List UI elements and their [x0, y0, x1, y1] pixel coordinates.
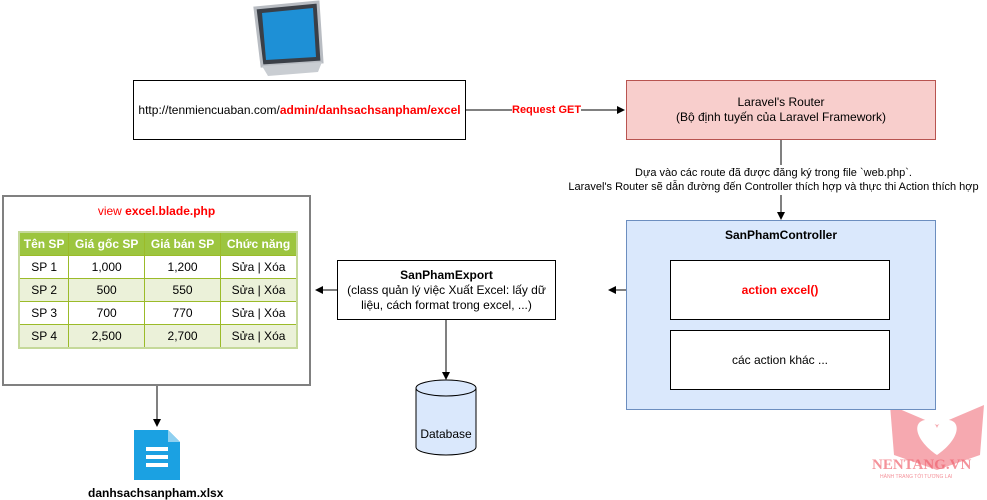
- table-cell: 500: [68, 278, 146, 302]
- table-header: Giá gốc SP: [68, 231, 146, 256]
- url-path: admin/danhsachsanpham/excel: [279, 102, 461, 117]
- nentang-logo: [890, 405, 984, 470]
- table-cell: 2,700: [144, 324, 221, 349]
- router-subtitle: (Bộ định tuyến của Laravel Framework): [675, 110, 887, 124]
- table-cell: 1,200: [144, 255, 221, 279]
- table-cell: Sửa | Xóa: [219, 255, 298, 279]
- table-cell: Sửa | Xóa: [219, 324, 298, 349]
- database-icon: [415, 379, 477, 456]
- logo-tagline: HÀNH TRANG TỚI TƯƠNG LAI: [880, 474, 953, 480]
- export-desc: (class quản lý việc Xuất Excel: lấy dữ l…: [347, 282, 546, 312]
- router-title: Laravel's Router: [737, 95, 825, 109]
- export-title: SanPhamExport: [400, 267, 493, 282]
- table-cell: Sửa | Xóa: [219, 278, 298, 302]
- url-box: http://tenmiencuaban.com/admin/danhsachs…: [133, 80, 466, 140]
- table-header: Giá bán SP: [144, 231, 221, 256]
- table-cell: 700: [68, 301, 146, 325]
- request-label: Request GET: [512, 104, 582, 116]
- router-box: Laravel's Router (Bộ định tuyến của Lara…: [626, 80, 936, 140]
- table-cell: SP 1: [18, 255, 70, 279]
- table-cell: SP 2: [18, 278, 70, 302]
- other-actions-box: các action khác ...: [670, 330, 890, 390]
- view-prefix: view: [97, 204, 126, 218]
- controller-title: SanPhamController: [724, 228, 838, 242]
- view-title: view excel.blade.php: [4, 204, 309, 218]
- table-cell: 550: [144, 278, 221, 302]
- action-excel-box: action excel(): [670, 260, 890, 320]
- table-cell: 770: [144, 301, 221, 325]
- excel-file-icon: [134, 430, 180, 480]
- table-header: Chức năng: [219, 231, 298, 256]
- logo-text: NENTANG.VN: [872, 457, 972, 473]
- table-cell: 2,500: [68, 324, 146, 349]
- table-cell: Sửa | Xóa: [219, 301, 298, 325]
- table-cell: SP 4: [18, 324, 70, 349]
- router-note-line: Laravel's Router sẽ dẫn đường đến Contro…: [568, 181, 979, 193]
- table-cell: 1,000: [68, 255, 146, 279]
- computer-monitor-icon: [253, 0, 324, 76]
- router-note-line: Dựa vào các route đã được đăng ký trong …: [635, 167, 912, 179]
- router-note: Dựa vào các route đã được đăng ký trong …: [560, 166, 987, 194]
- export-box: SanPhamExport (class quản lý việc Xuất E…: [337, 260, 556, 320]
- database-label: Database: [420, 427, 472, 441]
- view-file: excel.blade.php: [125, 204, 216, 218]
- url-prefix: http://tenmiencuaban.com/: [138, 102, 280, 117]
- table-header: Tên SP: [18, 231, 70, 256]
- table-cell: SP 3: [18, 301, 70, 325]
- output-file-label: danhsachsanpham.xlsx: [88, 486, 224, 500]
